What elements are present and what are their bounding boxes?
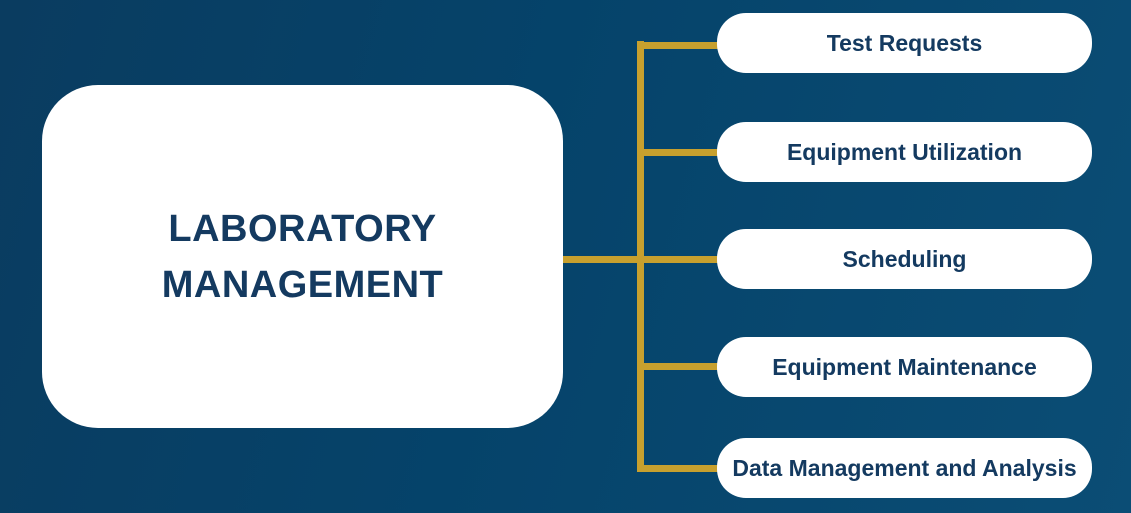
connector-branch-equipment-maintenance [637,363,722,370]
branch-node-scheduling: Scheduling [717,229,1092,289]
branch-node-equipment-maintenance: Equipment Maintenance [717,337,1092,397]
branch-node-label: Test Requests [826,29,983,56]
root-node-label: LABORATORY MANAGEMENT [161,207,444,306]
root-node-laboratory-management: LABORATORY MANAGEMENT [42,85,563,428]
branch-node-data-management-and-analysis: Data Management and Analysis [717,438,1092,498]
connector-branch-data-management [637,465,722,472]
branch-node-label: Equipment Utilization [786,138,1023,165]
branch-node-label: Data Management and Analysis [732,454,1077,481]
branch-node-label: Scheduling [842,245,967,272]
connector-branch-test-requests [637,42,722,49]
branch-node-equipment-utilization: Equipment Utilization [717,122,1092,182]
branch-node-test-requests: Test Requests [717,13,1092,73]
branch-node-label: Equipment Maintenance [772,353,1037,380]
connector-branch-equipment-utilization [637,149,722,156]
connector-trunk [637,41,644,472]
